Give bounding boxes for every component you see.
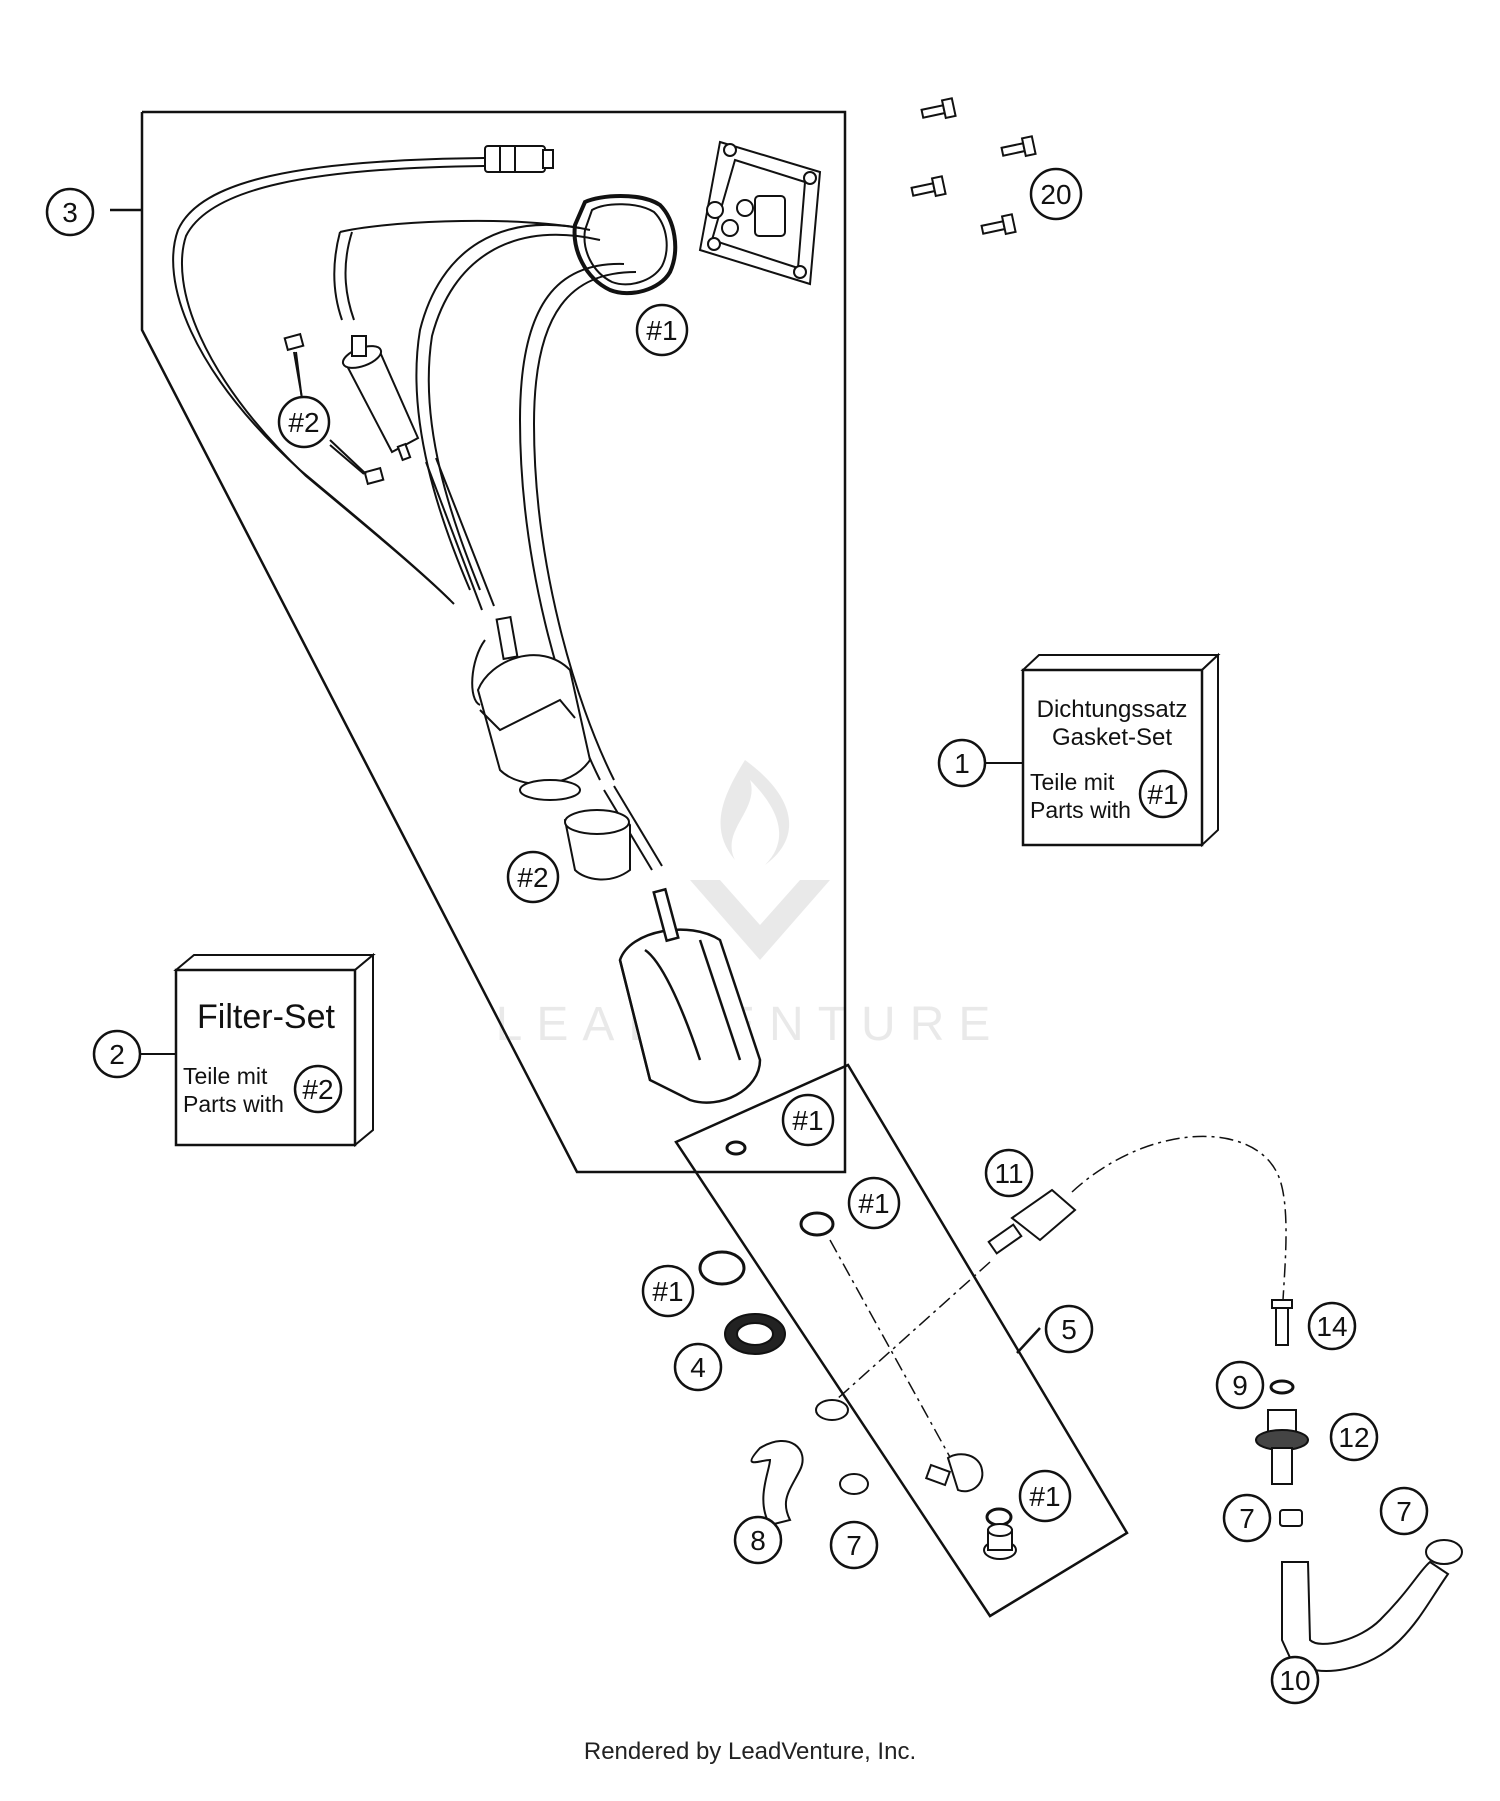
callout-10: 10 [1270, 1655, 1320, 1705]
ref-2-clips-label: #2 [288, 407, 319, 438]
filter-set-title: Filter-Set [197, 998, 335, 1036]
gasket-set-parts-de: Teile mit [1030, 769, 1115, 795]
ref-2-sock: #2 [506, 850, 560, 904]
gasket-set-ref: #1 [1147, 779, 1178, 810]
fuel-hoses [172, 157, 663, 871]
callout-3-label: 3 [62, 197, 78, 228]
clamps-7 [1279, 1509, 1463, 1565]
ref-1-a5-bottom: #1 [1018, 1469, 1072, 1523]
callout-2-label: 2 [109, 1039, 125, 1070]
ref-1-a5-mid-label: #1 [858, 1188, 889, 1219]
callout-14-label: 14 [1316, 1311, 1347, 1342]
quick-connector-11 [987, 1188, 1077, 1255]
callout-20: 20 [1029, 167, 1083, 221]
ref-1-left-label: #1 [652, 1276, 683, 1307]
inline-fuel-filter [341, 335, 420, 462]
callout-9-label: 9 [1232, 1370, 1248, 1401]
fuel-pump-body [618, 887, 762, 1104]
flange-gasket [572, 194, 678, 296]
leadventure-watermark: LEADVENTURE [496, 760, 990, 1051]
filter-sock-ring [563, 809, 631, 881]
callout-4-label: 4 [690, 1352, 706, 1383]
callout-7-middle-label: 7 [1239, 1503, 1255, 1534]
bolts-20 [910, 97, 1037, 236]
footer-credit: Rendered by LeadVenture, Inc. [583, 1738, 917, 1765]
hose-10 [1281, 1560, 1450, 1672]
callout-11: 11 [984, 1148, 1034, 1198]
elbow-fitting [924, 1453, 1017, 1560]
callout-2: 2 [92, 1029, 142, 1079]
callout-1: 1 [937, 738, 987, 788]
callout-12-label: 12 [1338, 1422, 1369, 1453]
ref-2-clips: #2 [277, 395, 331, 449]
callout-7-right-label: 7 [1396, 1496, 1412, 1527]
callout-20-label: 20 [1040, 179, 1071, 210]
callout-4: 4 [673, 1342, 723, 1392]
filter-set-parts-en: Parts with [183, 1091, 284, 1117]
callout-leaders [140, 351, 1023, 1055]
callout-7-middle: 7 [1222, 1493, 1272, 1543]
callout-7-right: 7 [1379, 1486, 1429, 1536]
filter-set-box: Filter-Set Teile mit Parts with #2 [173, 952, 376, 1148]
tank-flange [698, 140, 822, 286]
callout-5: 5 [1044, 1304, 1094, 1354]
gasket-set-box: Dichtungssatz Gasket-Set Teile mit Parts… [1020, 652, 1221, 848]
callout-8: 8 [733, 1515, 783, 1565]
callout-9: 9 [1215, 1360, 1265, 1410]
gasket-set-parts-en: Parts with [1030, 797, 1131, 823]
assembly-5-outline [674, 1063, 1129, 1618]
fitting-12 [1255, 1409, 1309, 1485]
ref-1-a5-top-label: #1 [792, 1105, 823, 1136]
callout-11-label: 11 [994, 1158, 1023, 1189]
callout-7-left: 7 [829, 1520, 879, 1570]
grommet-4 [724, 1313, 786, 1355]
callout-1-label: 1 [954, 748, 970, 779]
pump-head [471, 615, 592, 801]
ref-1-a5-mid: #1 [847, 1176, 901, 1230]
ref-1-a5-top: #1 [781, 1093, 835, 1147]
ref-2-sock-label: #2 [517, 862, 548, 893]
gasket-set-title-de: Dichtungssatz [1037, 696, 1188, 723]
pin-14 [1271, 1299, 1293, 1346]
ref-1-a5-bottom-label: #1 [1029, 1481, 1060, 1512]
ref-1-gasket-label: #1 [646, 315, 677, 346]
o-rings [698, 1140, 1295, 1527]
callout-12: 12 [1329, 1412, 1379, 1462]
filter-set-ref: #2 [302, 1074, 333, 1105]
callout-3: 3 [45, 187, 95, 237]
callout-10-label: 10 [1279, 1665, 1310, 1696]
ref-1-gasket: #1 [635, 303, 689, 357]
filter-set-parts-de: Teile mit [183, 1063, 268, 1089]
dashed-connection-lines [829, 1135, 1287, 1469]
assembly-3-outline [110, 110, 847, 1174]
gasket-set-title-en: Gasket-Set [1052, 724, 1172, 751]
hose-8 [750, 1399, 869, 1527]
harness-connector [484, 145, 554, 173]
callout-8-label: 8 [750, 1525, 766, 1556]
callout-14: 14 [1307, 1301, 1357, 1351]
callout-5-label: 5 [1061, 1314, 1077, 1345]
callout-7-left-label: 7 [846, 1530, 862, 1561]
ref-1-left: #1 [641, 1264, 695, 1318]
